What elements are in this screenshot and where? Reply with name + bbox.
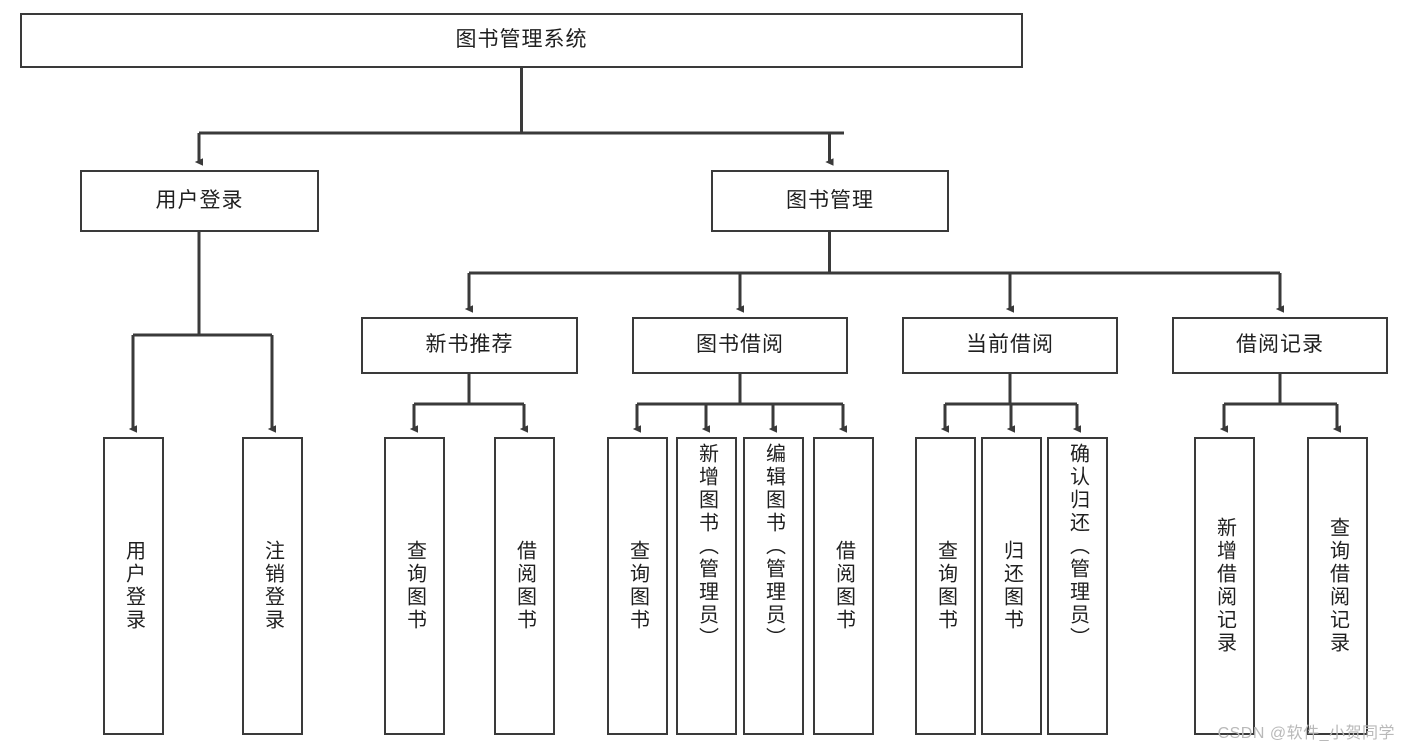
leaf-query-borrow-record-label: 查询借阅记录 <box>1326 517 1349 655</box>
node-new-book-recommend[interactable]: 新书推荐 <box>361 317 578 374</box>
leaf-query-books-recommend[interactable]: 查询图书 <box>384 437 445 735</box>
leaf-add-borrow-record[interactable]: 新增借阅记录 <box>1194 437 1255 735</box>
leaf-user-login[interactable]: 用户登录 <box>103 437 164 735</box>
leaf-return-books-label: 归还图书 <box>1000 540 1023 632</box>
leaf-edit-book-admin-label: 编辑图书（管理员） <box>762 443 785 650</box>
leaf-user-login-label: 用户登录 <box>122 540 145 632</box>
node-book-borrow[interactable]: 图书借阅 <box>632 317 848 374</box>
leaf-query-books-borrow[interactable]: 查询图书 <box>607 437 668 735</box>
leaf-add-borrow-record-label: 新增借阅记录 <box>1213 517 1236 655</box>
node-user-login[interactable]: 用户登录 <box>80 170 319 232</box>
leaf-borrow-books-recommend[interactable]: 借阅图书 <box>494 437 555 735</box>
leaf-query-borrow-record[interactable]: 查询借阅记录 <box>1307 437 1368 735</box>
leaf-return-books[interactable]: 归还图书 <box>981 437 1042 735</box>
leaf-query-books-current-label: 查询图书 <box>934 540 957 632</box>
leaf-edit-book-admin[interactable]: 编辑图书（管理员） <box>743 437 804 735</box>
node-borrow-records[interactable]: 借阅记录 <box>1172 317 1388 374</box>
node-borrow-records-label: 借阅记录 <box>1236 333 1324 357</box>
leaf-borrow-books-label: 借阅图书 <box>832 540 855 632</box>
leaf-query-books-current[interactable]: 查询图书 <box>915 437 976 735</box>
leaf-add-book-admin[interactable]: 新增图书（管理员） <box>676 437 737 735</box>
node-root[interactable]: 图书管理系统 <box>20 13 1023 68</box>
node-book-management-label: 图书管理 <box>786 188 874 212</box>
watermark: CSDN @软件_小贺同学 <box>1217 725 1395 742</box>
leaf-confirm-return-admin-label: 确认归还（管理员） <box>1066 443 1089 650</box>
node-book-management[interactable]: 图书管理 <box>711 170 949 232</box>
node-current-borrow-label: 当前借阅 <box>966 333 1054 357</box>
node-new-book-recommend-label: 新书推荐 <box>425 333 514 357</box>
node-user-login-label: 用户登录 <box>155 188 244 212</box>
leaf-query-books-recommend-label: 查询图书 <box>403 540 426 632</box>
node-root-label: 图书管理系统 <box>455 28 588 52</box>
leaf-confirm-return-admin[interactable]: 确认归还（管理员） <box>1047 437 1108 735</box>
leaf-logout-label: 注销登录 <box>261 540 284 632</box>
leaf-logout[interactable]: 注销登录 <box>242 437 303 735</box>
node-book-borrow-label: 图书借阅 <box>696 333 784 357</box>
leaf-query-books-borrow-label: 查询图书 <box>626 540 649 632</box>
leaf-borrow-books[interactable]: 借阅图书 <box>813 437 874 735</box>
leaf-borrow-books-recommend-label: 借阅图书 <box>513 540 536 632</box>
leaf-add-book-admin-label: 新增图书（管理员） <box>695 443 718 650</box>
node-current-borrow[interactable]: 当前借阅 <box>902 317 1118 374</box>
